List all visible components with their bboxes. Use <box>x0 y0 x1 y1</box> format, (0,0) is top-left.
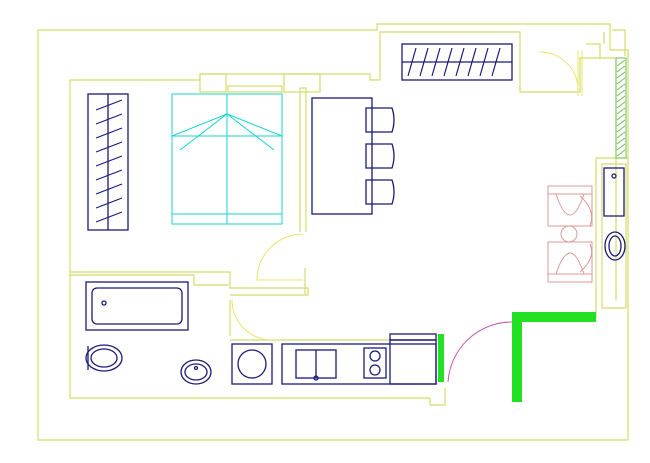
armchair-1 <box>547 185 593 227</box>
hob-burner-1 <box>369 350 381 362</box>
toilet-bowl <box>85 344 123 372</box>
bed-cover-left <box>171 113 228 151</box>
fridge-top <box>389 333 437 341</box>
bath-partition-2 <box>70 274 228 286</box>
hatch-line <box>616 95 626 103</box>
hatch-line <box>616 71 626 79</box>
bedroom-door <box>256 233 304 281</box>
hanger <box>443 47 453 77</box>
washing-machine <box>231 343 273 385</box>
fridge <box>389 339 437 385</box>
hatch-line <box>616 119 626 127</box>
bathtub <box>85 281 189 331</box>
hatch-line <box>616 101 626 109</box>
hob-burner-2 <box>369 364 381 376</box>
entry-hangers <box>407 47 501 77</box>
hanger <box>455 47 465 77</box>
armchair-2-seat <box>555 252 585 275</box>
double-bed <box>171 93 283 225</box>
hanger <box>95 127 123 139</box>
hatch-line <box>616 113 626 121</box>
bath-sink <box>180 359 212 385</box>
hanger <box>95 183 123 195</box>
window-niche-2 <box>283 73 321 93</box>
hatch-line <box>616 143 626 151</box>
hanger <box>95 155 123 167</box>
shower <box>603 167 625 217</box>
hob <box>363 347 387 379</box>
hatch-lines <box>616 59 626 157</box>
inner-wall-left <box>69 80 446 406</box>
kitchen-sink-tap <box>313 375 319 381</box>
lounge-door <box>447 321 513 383</box>
shower-drain <box>611 173 617 179</box>
window-niche-3 <box>199 73 227 93</box>
corner-detail <box>586 43 601 58</box>
wardrobe-hangers <box>95 99 123 223</box>
window-niche-1 <box>227 85 283 93</box>
bath-partition <box>70 271 309 296</box>
round-table <box>560 225 578 243</box>
hanger <box>491 47 501 77</box>
shower-annex-2 <box>512 158 597 319</box>
armchair-1-seat <box>555 193 585 216</box>
hatch-line <box>616 89 626 97</box>
toilet-inner <box>90 348 118 368</box>
bath-sink-tap <box>193 365 199 371</box>
washing-machine-drum <box>237 349 267 379</box>
corner-detail-2 <box>612 29 626 56</box>
hanger <box>95 197 123 209</box>
new-walls <box>438 57 627 402</box>
hatch-line <box>616 137 626 145</box>
armchair-2-back <box>547 273 593 283</box>
armchair-cushions <box>579 195 593 273</box>
hatch-line <box>616 131 626 139</box>
green-wall-l <box>512 312 596 402</box>
hanger <box>95 141 123 153</box>
outer-wall <box>37 23 629 441</box>
hanger <box>431 47 441 77</box>
doors <box>231 50 583 383</box>
hanger <box>95 99 123 111</box>
hatch-line <box>616 107 626 115</box>
armchair-2 <box>547 241 593 283</box>
stool-1 <box>365 107 395 133</box>
hanger <box>419 47 429 77</box>
hatch-line <box>616 125 626 133</box>
two-armchairs <box>547 185 593 283</box>
bath-sink-inner <box>184 363 208 381</box>
hanger <box>467 47 477 77</box>
shower-annex-3 <box>601 163 627 309</box>
desk <box>311 97 373 215</box>
bedroom-partition <box>299 87 307 232</box>
hanger <box>95 113 123 125</box>
hatched-wall <box>615 57 627 159</box>
stool-3 <box>365 179 395 205</box>
stool-2 <box>365 143 395 169</box>
furniture <box>85 43 626 385</box>
hatch-line <box>616 59 626 67</box>
hanger <box>95 169 123 181</box>
hatch-line <box>616 83 626 91</box>
entry-door-arc <box>539 51 579 93</box>
bathtub-drain <box>101 300 107 306</box>
armchair-1-back <box>547 185 593 195</box>
hanger <box>479 47 489 77</box>
hanger <box>407 47 417 77</box>
bathtub-inner <box>91 287 183 325</box>
bath-door <box>231 299 273 341</box>
green-wall-post <box>438 334 444 382</box>
wash-basin-inner <box>608 235 622 257</box>
hanger <box>95 211 123 223</box>
bed-cover-right <box>226 113 283 151</box>
hatch-line <box>616 65 626 73</box>
inner-wall <box>70 31 617 300</box>
hatch-line <box>616 77 626 85</box>
hatch-line <box>616 149 626 157</box>
wash-basin <box>604 231 626 261</box>
